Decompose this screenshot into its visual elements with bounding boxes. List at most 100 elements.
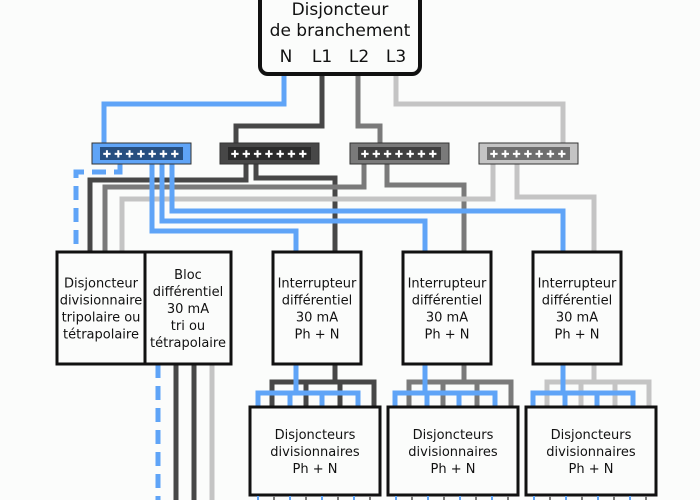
label-line: divisionnaires <box>408 445 498 460</box>
terminal-screw-icon: ✚ <box>524 150 532 161</box>
terminal-screw-icon: ✚ <box>125 150 133 161</box>
main-breaker-title-1: Disjoncteur <box>292 0 389 20</box>
terminal-screw-icon: ✚ <box>361 150 369 161</box>
terminal-screw-icon: ✚ <box>535 150 543 161</box>
terminal-screw-icon: ✚ <box>395 150 403 161</box>
terminal-screw-icon: ✚ <box>114 150 122 161</box>
label-line: Disjoncteur <box>64 277 139 292</box>
terminal-screw-icon: ✚ <box>242 150 250 161</box>
label-line: Ph + N <box>569 462 614 477</box>
rcd-1-box <box>271 250 363 366</box>
terminal-l1: L1 <box>312 47 332 67</box>
label-line: différentiel <box>282 294 352 309</box>
wire-l1-to-tripolar <box>87 164 249 252</box>
rcd1-distribution <box>255 364 377 406</box>
terminal-screw-icon: ✚ <box>429 150 437 161</box>
terminal-screw-icon: ✚ <box>265 150 273 161</box>
rcd2-distribution <box>392 364 514 406</box>
wire-l2-to-tripolar <box>102 164 367 252</box>
terminal-screw-icon: ✚ <box>372 150 380 161</box>
label-line: 30 mA <box>426 311 468 326</box>
terminal-screw-icon: ✚ <box>103 150 111 161</box>
differential-block-box <box>143 250 233 366</box>
label-line: Interrupteur <box>278 277 357 292</box>
label-line: 30 mA <box>296 311 338 326</box>
terminal-screw-icon: ✚ <box>299 150 307 161</box>
label-line: Interrupteur <box>538 277 617 292</box>
label-line: Ph + N <box>295 328 340 343</box>
label-line: 30 mA <box>556 311 598 326</box>
terminal-screw-icon: ✚ <box>159 150 167 161</box>
label-line: Ph + N <box>555 328 600 343</box>
terminal-screw-icon: ✚ <box>383 150 391 161</box>
branch-breakers-3-label: Disjoncteurs divisionnaires Ph + N <box>546 428 636 477</box>
wire-l2-main <box>355 74 383 143</box>
rcd3-distribution <box>530 364 652 406</box>
label-line: divisionnaires <box>546 445 636 460</box>
differential-block-label: Bloc différentiel 30 mA tri ou tétrapolaire <box>150 268 226 351</box>
label-line: Ph + N <box>431 462 476 477</box>
label-line: Bloc <box>174 268 202 283</box>
terminal-l3: L3 <box>386 47 406 67</box>
main-breaker-title-2: de branchement <box>270 21 411 41</box>
phase1-busbar: ✚✚✚✚✚✚✚ <box>219 142 320 165</box>
label-line: Interrupteur <box>408 277 487 292</box>
neutral-busbar: ✚✚✚✚✚✚✚ <box>91 142 192 165</box>
label-line: divisionnaire <box>60 294 143 309</box>
wire-l1-main <box>233 74 325 143</box>
terminal-screw-icon: ✚ <box>406 150 414 161</box>
wire-l3-main <box>393 74 566 143</box>
branch-breakers-3-box <box>524 405 658 497</box>
wire-neutral-to-rcd2 <box>159 164 428 252</box>
label-line: Ph + N <box>425 328 470 343</box>
terminal-screw-icon: ✚ <box>417 150 425 161</box>
wire-l1-to-rcd1 <box>253 164 338 252</box>
terminal-screw-icon: ✚ <box>231 150 239 161</box>
rcd-1-label: Interrupteur différentiel 30 mA Ph + N <box>278 277 357 343</box>
label-line: différentiel <box>412 294 482 309</box>
phase3-busbar: ✚✚✚✚✚✚✚ <box>478 142 579 165</box>
terminal-screw-icon: ✚ <box>276 150 284 161</box>
label-line: différentiel <box>153 285 223 300</box>
label-line: tripolaire ou <box>62 311 141 326</box>
label-line: tétrapolaire <box>150 336 226 351</box>
terminal-screw-icon: ✚ <box>171 150 179 161</box>
label-line: différentiel <box>542 294 612 309</box>
wire-l2-to-rcd2 <box>384 164 467 252</box>
rcd-2-label: Interrupteur différentiel 30 mA Ph + N <box>408 277 487 343</box>
terminal-l2: L2 <box>349 47 369 67</box>
wire-l3-to-rcd3 <box>514 164 597 252</box>
rcd-3-label: Interrupteur différentiel 30 mA Ph + N <box>538 277 617 343</box>
wire-l3-to-tripolar <box>119 164 496 252</box>
terminal-screw-icon: ✚ <box>490 150 498 161</box>
wire-neutral-to-rcd3 <box>169 164 566 252</box>
three-phase-breaker-label: Disjoncteur divisionnaire tripolaire ou tét… <box>60 277 143 343</box>
label-line: tétrapolaire <box>63 328 139 343</box>
label-line: tri ou <box>171 319 205 334</box>
label-line: 30 mA <box>167 302 209 317</box>
phase2-busbar: ✚✚✚✚✚✚✚ <box>349 142 450 165</box>
terminal-screw-icon: ✚ <box>137 150 145 161</box>
label-line: Disjoncteurs <box>275 428 356 443</box>
wire-neutral-dashed <box>73 164 123 252</box>
terminal-screw-icon: ✚ <box>512 150 520 161</box>
branch-breakers-2-box <box>386 405 520 497</box>
terminal-screw-icon: ✚ <box>287 150 295 161</box>
terminal-screw-icon: ✚ <box>558 150 566 161</box>
branch-breakers-1-label: Disjoncteurs divisionnaires Ph + N <box>270 428 360 477</box>
label-line: Disjoncteurs <box>551 428 632 443</box>
terminal-n: N <box>280 47 293 67</box>
wire-neutral-to-rcd1 <box>149 164 299 252</box>
label-line: divisionnaires <box>270 445 360 460</box>
label-line: Disjoncteurs <box>413 428 494 443</box>
terminal-screw-icon: ✚ <box>253 150 261 161</box>
rcd-3-box <box>531 250 623 366</box>
rcd-2-box <box>401 250 493 366</box>
label-line: Ph + N <box>293 462 338 477</box>
main-breaker: Disjoncteur de branchement N L1 L2 L3 <box>258 0 422 76</box>
terminal-screw-icon: ✚ <box>148 150 156 161</box>
wire-neutral-main <box>101 74 287 143</box>
branch-breakers-1-box <box>248 405 382 497</box>
terminal-screw-icon: ✚ <box>501 150 509 161</box>
